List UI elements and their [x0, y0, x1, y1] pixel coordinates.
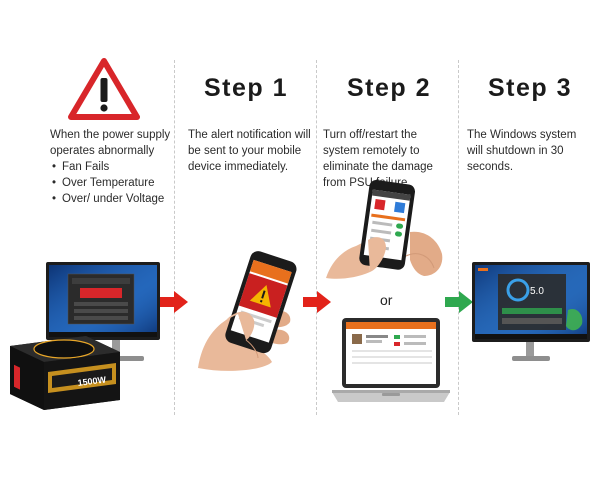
monitor-stand [526, 342, 534, 358]
warning-triangle-icon [68, 58, 140, 120]
hand-with-phone-app-illustration [326, 180, 443, 279]
shutdown-monitor-illustration: 5.0 [472, 262, 590, 361]
step-1-title: Step 1 [203, 74, 289, 102]
step-2-title: Step 2 [346, 74, 432, 102]
psu-wattage-label: 1500W [77, 375, 107, 388]
column-divider-2 [316, 60, 317, 415]
condition-fan: Fan Fails [50, 159, 175, 175]
hand-with-phone-illustration [198, 251, 297, 371]
step-3-title: Step 3 [487, 74, 573, 102]
or-connector: or [380, 292, 393, 308]
right-arrow-icon [445, 291, 473, 313]
laptop-illustration [332, 318, 450, 402]
column-divider-1 [174, 60, 175, 415]
monitor-and-psu-illustration: 1500W [10, 262, 160, 410]
step-2-description: Turn off/restart the system remotely to … [323, 129, 433, 189]
condition-temperature: Over Temperature [50, 175, 175, 191]
shutdown-countdown-value: 5.0 [530, 286, 544, 297]
condition-list: Fan Fails Over Temperature Over/ under V… [50, 159, 175, 207]
right-arrow-icon [160, 291, 188, 313]
right-arrow-icon [303, 291, 331, 313]
step-1-description: The alert notification will be sent to y… [188, 129, 311, 173]
step-3-description: The Windows system will shutdown in 30 s… [467, 129, 577, 173]
laptop-base [332, 392, 450, 402]
intro-description: When the power supply operates abnormall… [50, 127, 175, 207]
laptop-screen [346, 322, 436, 384]
condition-voltage: Over/ under Voltage [50, 191, 175, 207]
monitor-stand [112, 340, 120, 358]
column-divider-3 [458, 60, 459, 415]
intro-text: When the power supply operates abnormall… [50, 129, 171, 157]
